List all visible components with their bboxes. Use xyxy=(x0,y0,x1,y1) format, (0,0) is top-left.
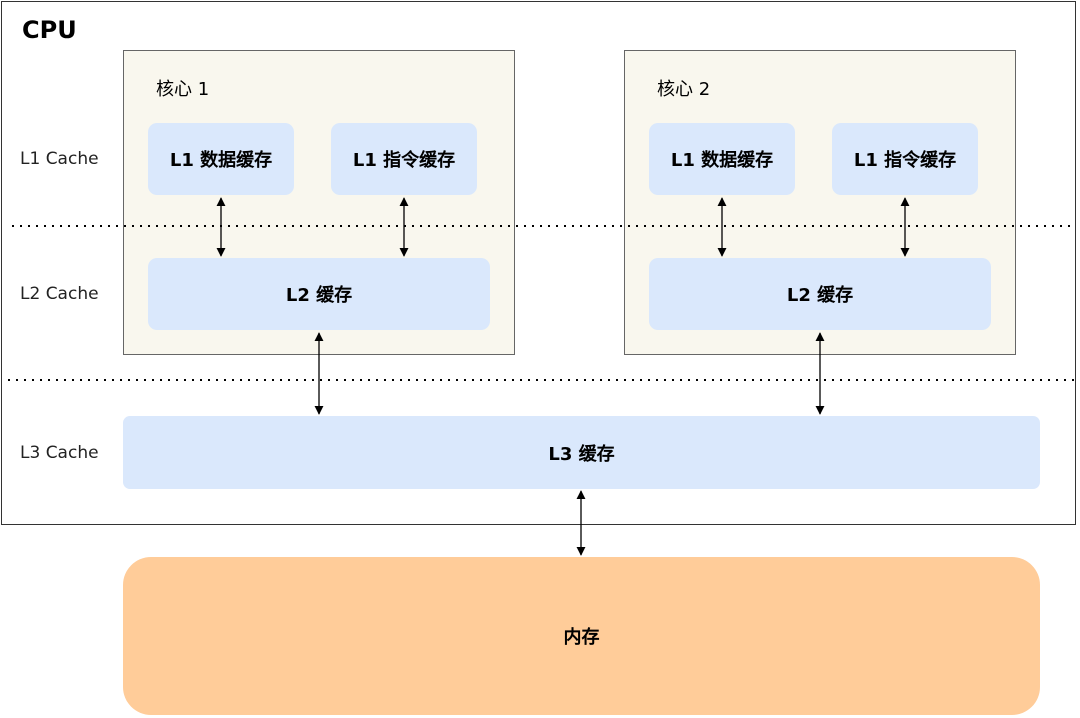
l1-cache-label: L1 Cache xyxy=(20,149,99,169)
l2-cache-label: L2 Cache xyxy=(20,284,99,304)
main-memory: 内存 xyxy=(123,557,1040,715)
core-1-l1-data-cache: L1 数据缓存 xyxy=(148,123,294,195)
core-2-l2-cache: L2 缓存 xyxy=(649,258,991,330)
core-1-label: 核心 1 xyxy=(156,79,210,100)
core-2-l1-data-cache: L1 数据缓存 xyxy=(649,123,795,195)
l3-cache-label: L3 Cache xyxy=(20,443,99,463)
l3-cache: L3 缓存 xyxy=(123,416,1040,489)
cpu-title: CPU xyxy=(22,16,77,44)
core-1-l1-instruction-cache: L1 指令缓存 xyxy=(331,123,477,195)
core-2-label: 核心 2 xyxy=(657,79,711,100)
core-2-l1-instruction-cache: L1 指令缓存 xyxy=(832,123,978,195)
core-1-l2-cache: L2 缓存 xyxy=(148,258,490,330)
